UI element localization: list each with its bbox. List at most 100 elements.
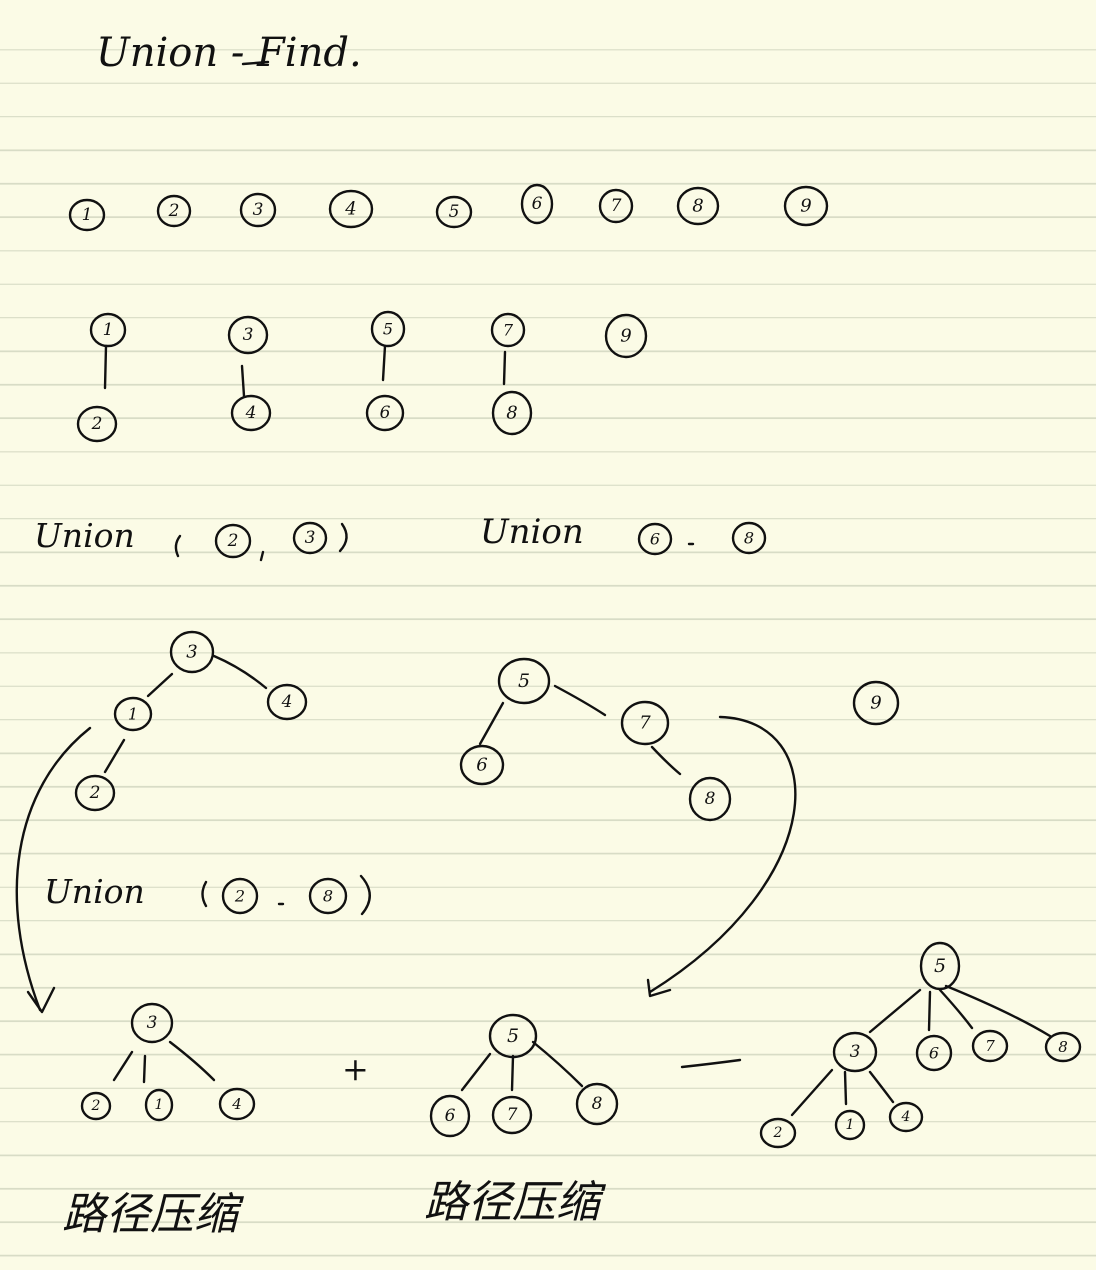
edge [843, 1070, 848, 1106]
svg-text:5: 5 [518, 670, 530, 692]
node: 4 [230, 394, 272, 432]
page-title: Union - Find. [96, 30, 362, 76]
edge [381, 344, 387, 382]
merged-tree: 5 3 6 7 8 2 1 4 [759, 941, 1082, 1149]
edge [553, 684, 607, 717]
svg-text:1: 1 [846, 1117, 855, 1133]
svg-text:8: 8 [506, 403, 517, 424]
node: 8 [676, 186, 720, 226]
curved-arrow-right [648, 715, 797, 994]
svg-text:2: 2 [227, 531, 239, 551]
svg-text:5: 5 [383, 320, 393, 339]
compressed-tree-b: 5 6 7 8 [429, 1013, 619, 1138]
svg-text:6: 6 [929, 1044, 939, 1063]
close-paren [359, 874, 371, 916]
svg-text:2: 2 [91, 1098, 101, 1114]
plus-sign: + [342, 1050, 369, 1088]
svg-text:5: 5 [449, 202, 460, 222]
arrowhead-right [646, 978, 672, 998]
svg-text:4: 4 [281, 692, 293, 712]
node: 1 [89, 312, 127, 348]
pair-trees: 1 2 3 4 5 6 7 8 9 [76, 310, 648, 443]
edge [531, 1040, 584, 1088]
svg-text:6: 6 [532, 194, 543, 214]
svg-text:2: 2 [91, 414, 103, 434]
node: 4 [266, 683, 308, 721]
node: 3 [130, 1002, 174, 1044]
svg-text:6: 6 [476, 755, 487, 776]
svg-text:7: 7 [985, 1037, 995, 1055]
node: 2 [80, 1091, 112, 1121]
node: 2 [74, 774, 116, 812]
node: 3 [169, 630, 215, 674]
union-label-b: Union [480, 512, 584, 552]
svg-text:2: 2 [773, 1125, 783, 1141]
svg-text:7: 7 [507, 1105, 518, 1125]
svg-text:9: 9 [620, 326, 631, 347]
edge [868, 988, 922, 1034]
caption-path-compression-b: 路径压缩 [424, 1177, 600, 1228]
node: 8 [1044, 1031, 1082, 1063]
compressed-tree-a: 3 2 1 4 [80, 1002, 256, 1122]
node: 3 [239, 192, 277, 228]
svg-text:3: 3 [147, 1013, 158, 1033]
edge [510, 1054, 515, 1092]
node: 1 [834, 1109, 866, 1141]
node: 7 [971, 1029, 1009, 1063]
arrowhead-left [26, 986, 56, 1014]
edge [460, 1052, 492, 1092]
svg-text:8: 8 [692, 196, 703, 217]
node: 5 [919, 941, 961, 991]
edge [478, 701, 505, 746]
svg-text:7: 7 [611, 196, 622, 216]
node: 2 [156, 194, 192, 228]
curved-arrow-left [15, 726, 92, 1012]
node: 5 [497, 657, 551, 705]
node: 7 [620, 700, 670, 746]
node: 8 [731, 521, 767, 555]
node: 6 [459, 744, 505, 786]
open-paren [201, 880, 208, 908]
node: 6 [520, 183, 554, 225]
edge [168, 1040, 216, 1082]
node: 2 [759, 1117, 797, 1149]
title-dash [241, 60, 270, 66]
svg-text:8: 8 [592, 1094, 603, 1114]
svg-text:8: 8 [1058, 1038, 1068, 1056]
node: 5 [435, 195, 473, 229]
svg-text:1: 1 [155, 1097, 164, 1113]
node: 6 [637, 522, 673, 556]
svg-text:7: 7 [503, 321, 514, 340]
node: 6 [429, 1094, 471, 1138]
edge [650, 745, 682, 776]
node: 5 [488, 1013, 538, 1059]
svg-text:6: 6 [650, 530, 660, 549]
svg-text:8: 8 [744, 529, 754, 548]
node: 2 [214, 523, 252, 559]
svg-text:9: 9 [800, 196, 811, 217]
union-ab-args: 2 3 6 8 [174, 521, 767, 562]
svg-text:3: 3 [186, 642, 197, 663]
svg-text:5: 5 [934, 955, 946, 977]
node: 6 [365, 394, 405, 432]
svg-text:2: 2 [234, 887, 245, 906]
edge [938, 988, 974, 1030]
node: 7 [491, 1095, 533, 1135]
node: 2 [221, 877, 259, 915]
edge [112, 1050, 134, 1082]
svg-text:3: 3 [243, 325, 254, 345]
edge [927, 990, 932, 1032]
node: 2 [76, 405, 118, 443]
svg-text:3: 3 [305, 528, 316, 548]
edge [103, 738, 126, 774]
svg-text:1: 1 [103, 320, 114, 340]
edge [868, 1070, 895, 1104]
svg-text:9: 9 [870, 693, 881, 714]
close-paren [338, 522, 348, 553]
edge [212, 654, 268, 690]
svg-text:6: 6 [445, 1106, 456, 1126]
node: 9 [604, 313, 648, 359]
tree-a: 3 1 2 4 [74, 630, 308, 812]
svg-text:7: 7 [639, 713, 651, 734]
